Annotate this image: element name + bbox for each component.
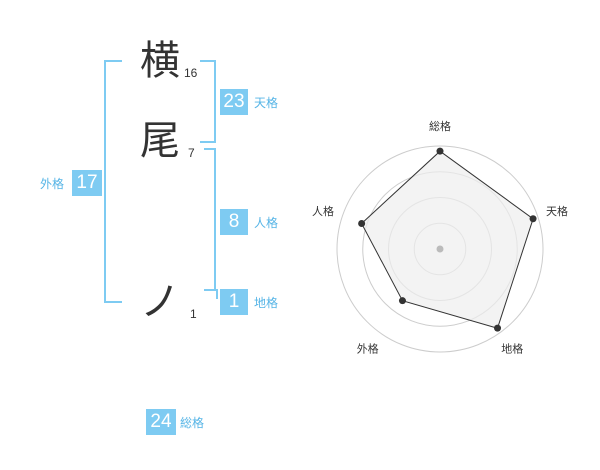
radar-point-1	[436, 147, 444, 155]
soukaku-value: 24	[146, 409, 176, 435]
radar-axis-label-5: 人格	[312, 204, 334, 218]
radar-axis-label-3: 地格	[501, 342, 523, 356]
name-char-1: 横	[140, 38, 180, 84]
tenkaku-bracket	[200, 60, 216, 143]
radar-polygon	[360, 150, 534, 329]
name-char-3: ノ	[140, 279, 180, 325]
radar-axis-label-1: 総格	[429, 119, 451, 133]
radar-point-3	[494, 324, 502, 332]
radar-point-5	[358, 220, 366, 228]
soukaku-label: 総格	[180, 416, 205, 430]
jinkaku-label: 人格	[254, 216, 279, 230]
radar-ring-4	[336, 145, 544, 353]
radar-axis-label-2: 天格	[546, 204, 568, 218]
chikaku-bracket	[204, 289, 218, 299]
stroke-count-2: 7	[188, 146, 195, 160]
jinkaku-value: 8	[220, 209, 248, 235]
stroke-count-1: 16	[184, 66, 198, 80]
gaikaku-label: 外格	[40, 177, 65, 191]
gaikaku-value: 17	[72, 170, 102, 196]
name-char-2: 尾	[140, 118, 180, 164]
gaikaku-bracket	[104, 60, 122, 303]
tenkaku-label: 天格	[254, 96, 279, 110]
radar-center-dot	[436, 245, 444, 253]
radar-point-2	[529, 215, 537, 223]
radar-point-4	[398, 297, 406, 305]
chikaku-value: 1	[220, 289, 248, 315]
stroke-count-3: 1	[190, 307, 197, 321]
radar-axis-label-4: 外格	[357, 342, 379, 356]
tenkaku-value: 23	[220, 89, 248, 115]
chikaku-label: 地格	[254, 296, 279, 310]
